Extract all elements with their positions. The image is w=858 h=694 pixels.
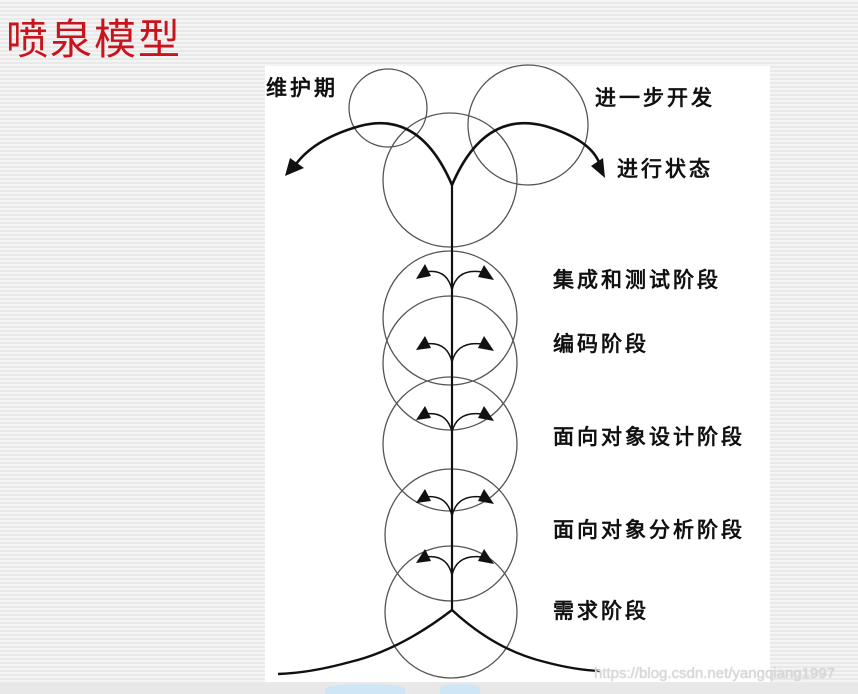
label-oo-design: 面向对象设计阶段 — [553, 425, 745, 449]
running-state-circle — [382, 112, 518, 248]
further-development-circle — [467, 64, 589, 186]
coding-circle — [382, 295, 518, 431]
right-arrowhead-icon — [591, 158, 605, 178]
base-left-curve — [277, 609, 453, 676]
fountain-model-diagram — [265, 66, 770, 682]
label-running-state: 进行状态 — [617, 157, 713, 181]
watermark-url: https://blog.csdn.net/yangqiang1997 — [594, 665, 836, 682]
label-requirements: 需求阶段 — [553, 599, 649, 623]
base-right-curve — [451, 609, 601, 673]
design-circle — [382, 376, 518, 512]
integration-circle — [382, 250, 518, 386]
label-maintenance: 维护期 — [266, 76, 338, 100]
label-coding: 编码阶段 — [553, 332, 649, 356]
label-further-development: 进一步开发 — [595, 86, 715, 110]
phase-arrowheads — [416, 264, 494, 564]
decorative-blob — [325, 684, 405, 694]
decorative-blob — [440, 684, 480, 694]
label-integration-testing: 集成和测试阶段 — [553, 268, 721, 292]
bottom-strip — [0, 684, 858, 694]
slide-title: 喷泉模型 — [6, 15, 183, 64]
maintenance-circle — [348, 68, 428, 148]
left-arrowhead-icon — [285, 158, 304, 176]
label-oo-analysis: 面向对象分析阶段 — [553, 518, 745, 542]
phase-fountain-arcs — [424, 270, 483, 576]
